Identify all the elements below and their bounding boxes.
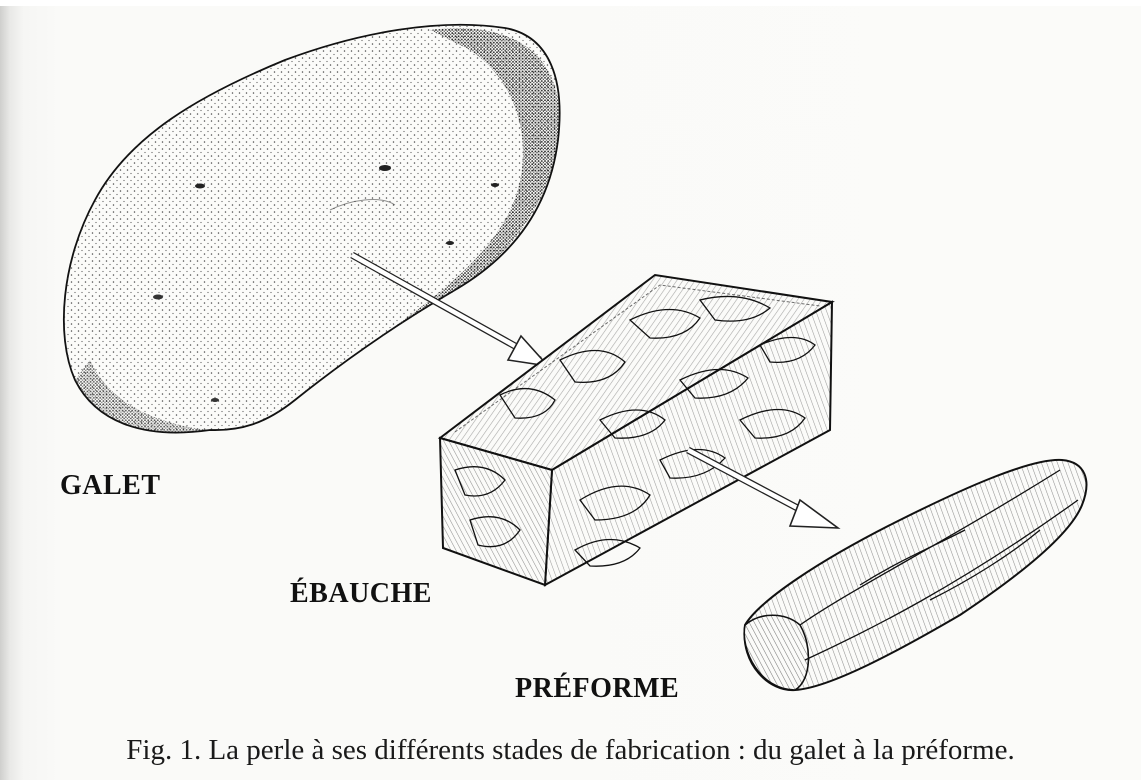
label-galet: GALET (60, 470, 161, 502)
figure-caption: Fig. 1. La perle à ses différents stades… (0, 734, 1141, 767)
label-ebauche: ÉBAUCHE (290, 578, 432, 610)
roughout-drawing (440, 275, 832, 585)
label-preforme: PRÉFORME (515, 673, 679, 705)
preform-drawing (744, 460, 1086, 690)
pebble-drawing (64, 25, 560, 433)
